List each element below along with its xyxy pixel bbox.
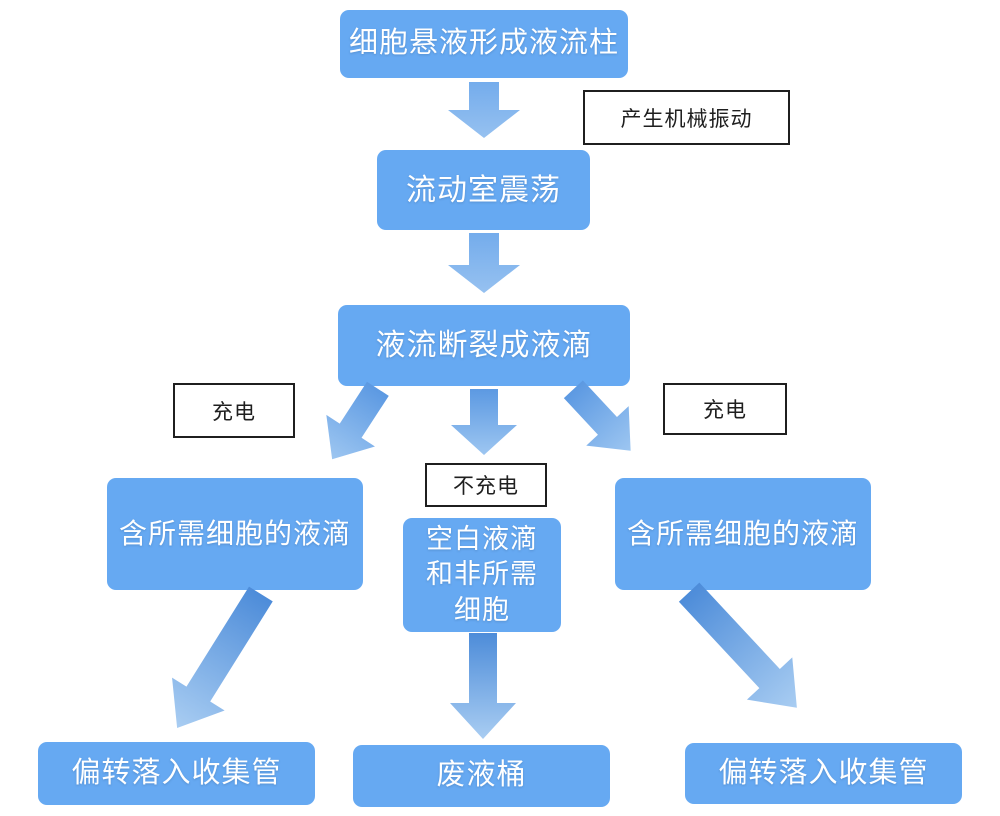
node-collection-tube-right-label: 偏转落入收集管 [718,756,929,789]
node-cell-suspension: 细胞悬液形成液流柱 [340,10,628,78]
tag-charge-right: 充电 [663,383,787,435]
tag-charge-right-label: 充电 [703,399,747,422]
node-stream-breakup: 液流断裂成液滴 [338,305,630,386]
tag-no-charge: 不充电 [425,463,547,507]
node-flow-chamber-oscillation: 流动室震荡 [377,150,590,230]
node-collection-tube-left: 偏转落入收集管 [38,742,315,805]
node-waste-bucket-label: 废液桶 [436,759,527,792]
node-collection-tube-left-label: 偏转落入收集管 [71,756,282,789]
arrow-down-left-icon [172,586,273,728]
tag-mechanical-vibration-label: 产生机械振动 [620,107,753,131]
node-desired-cell-droplet-left-label: 含所需细胞的液滴 [118,517,351,549]
tag-mechanical-vibration: 产生机械振动 [583,90,790,145]
arrow-down-icon [450,633,516,739]
node-collection-tube-right: 偏转落入收集管 [685,743,962,804]
node-blank-droplet-line3: 细胞 [454,594,510,625]
node-blank-droplet: 空白液滴 和非所需 细胞 [403,518,561,632]
node-waste-bucket: 废液桶 [353,745,610,807]
node-blank-droplet-line2: 和非所需 [426,559,538,590]
node-desired-cell-droplet-right-label: 含所需细胞的液滴 [626,517,859,549]
node-desired-cell-droplet-right: 含所需细胞的液滴 [615,478,871,590]
node-blank-droplet-label: 空白液滴 和非所需 细胞 [426,522,538,627]
arrow-down-icon [451,389,517,455]
arrow-down-right-icon [563,380,631,451]
node-desired-cell-droplet-left: 含所需细胞的液滴 [107,478,363,590]
node-flow-chamber-label: 流动室震荡 [406,173,561,207]
tag-no-charge-label: 不充电 [453,475,519,498]
tag-charge-left: 充电 [173,383,295,438]
node-stream-breakup-label: 液流断裂成液滴 [375,329,593,362]
arrow-down-right-icon [678,582,797,708]
node-cell-suspension-label: 细胞悬液形成液流柱 [348,27,619,60]
arrow-down-icon [448,82,520,138]
tag-charge-left-label: 充电 [212,400,256,424]
arrow-down-left-icon [326,381,389,460]
arrow-down-icon [448,233,520,293]
node-blank-droplet-line1: 空白液滴 [426,524,538,555]
